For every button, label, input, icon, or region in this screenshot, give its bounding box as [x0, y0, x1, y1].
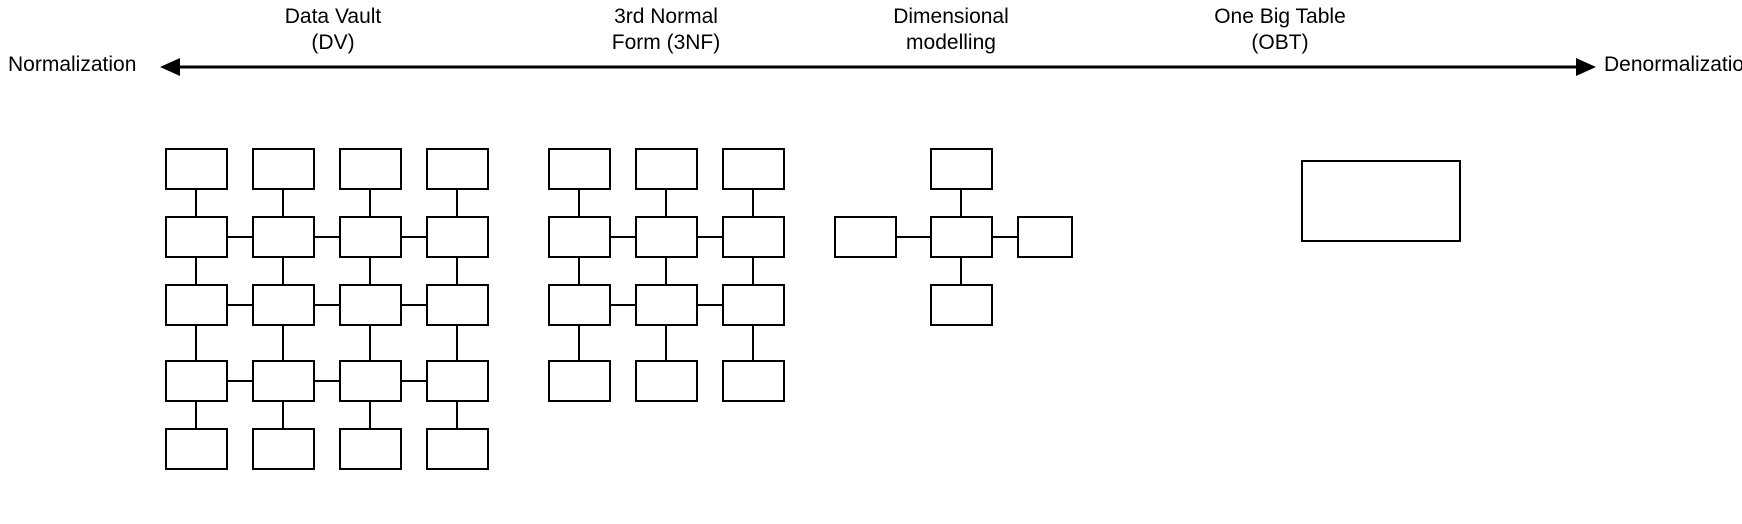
dv-connector-vertical — [456, 190, 458, 216]
dv-connector-horizontal — [315, 304, 339, 306]
dv-connector-vertical — [282, 326, 284, 360]
dv-connector-vertical — [369, 258, 371, 284]
tnf-table-box — [635, 148, 698, 190]
tnf-table-box — [722, 216, 785, 258]
dv-connector-vertical — [195, 258, 197, 284]
dv-connector-vertical — [456, 326, 458, 360]
stage-caption-line-1: Dimensional — [893, 5, 1009, 28]
tnf-table-box — [635, 284, 698, 326]
obt-single-table-box — [1301, 160, 1461, 242]
tnf-table-box — [548, 216, 611, 258]
dv-connector-vertical — [282, 258, 284, 284]
dim-fact-box-center — [930, 216, 993, 258]
tnf-connector-vertical — [665, 190, 667, 216]
tnf-connector-vertical — [578, 326, 580, 360]
dv-connector-horizontal — [228, 380, 252, 382]
stage-caption-line-2: (DV) — [311, 31, 355, 54]
dv-table-box — [165, 360, 228, 402]
dv-connector-horizontal — [402, 380, 426, 382]
stage-caption-line-2: Form (3NF) — [611, 31, 721, 54]
stage-caption-third-normal-form: 3rd Normal Form (3NF) — [533, 4, 799, 56]
dv-table-box — [426, 148, 489, 190]
dv-table-box — [339, 216, 402, 258]
tnf-table-box — [635, 216, 698, 258]
dv-connector-horizontal — [228, 304, 252, 306]
dv-table-box — [426, 216, 489, 258]
dv-connector-horizontal — [228, 236, 252, 238]
tnf-table-box — [548, 148, 611, 190]
dv-table-box — [426, 428, 489, 470]
dv-connector-horizontal — [315, 380, 339, 382]
tnf-table-box — [548, 360, 611, 402]
tnf-connector-horizontal — [611, 236, 635, 238]
dv-table-box — [426, 284, 489, 326]
dim-dimension-box-left — [834, 216, 897, 258]
dv-table-box — [339, 148, 402, 190]
tnf-connector-vertical — [578, 258, 580, 284]
dv-table-box — [252, 284, 315, 326]
tnf-connector-vertical — [752, 190, 754, 216]
dv-connector-vertical — [369, 190, 371, 216]
dv-table-box — [252, 360, 315, 402]
stage-caption-data-vault: Data Vault (DV) — [200, 4, 466, 56]
tnf-table-box — [722, 148, 785, 190]
dim-dimension-box-right — [1017, 216, 1073, 258]
dv-table-box — [426, 360, 489, 402]
stage-caption-line-1: One Big Table — [1214, 5, 1346, 28]
dv-connector-vertical — [195, 402, 197, 428]
stage-caption-line-2: modelling — [906, 31, 996, 54]
tnf-table-box — [722, 360, 785, 402]
stage-caption-line-1: Data Vault — [284, 5, 382, 28]
axis-label-normalization: Normalization — [8, 53, 137, 76]
dim-dimension-box-bottom — [930, 284, 993, 326]
dv-connector-vertical — [456, 258, 458, 284]
stage-caption-line-1: 3rd Normal — [614, 5, 718, 28]
dv-connector-horizontal — [402, 236, 426, 238]
dv-connector-vertical — [195, 326, 197, 360]
dv-table-box — [339, 284, 402, 326]
dv-table-box — [252, 428, 315, 470]
dv-connector-vertical — [369, 326, 371, 360]
tnf-connector-horizontal — [698, 304, 722, 306]
dv-table-box — [339, 428, 402, 470]
dv-connector-vertical — [456, 402, 458, 428]
dim-dimension-box-top — [930, 148, 993, 190]
dv-table-box — [252, 216, 315, 258]
dv-table-box — [165, 428, 228, 470]
tnf-connector-vertical — [665, 326, 667, 360]
dim-connector-horizontal — [993, 236, 1017, 238]
tnf-table-box — [635, 360, 698, 402]
dv-connector-vertical — [282, 402, 284, 428]
dv-table-box — [252, 148, 315, 190]
dim-connector-horizontal — [897, 236, 930, 238]
dv-table-box — [165, 216, 228, 258]
dv-connector-horizontal — [315, 236, 339, 238]
dv-connector-horizontal — [402, 304, 426, 306]
dv-table-box — [339, 360, 402, 402]
tnf-table-box — [548, 284, 611, 326]
tnf-connector-vertical — [752, 326, 754, 360]
axis-label-denormalization: Denormalization — [1604, 53, 1742, 76]
dim-connector-vertical — [960, 258, 962, 284]
stage-caption-dimensional-modelling: Dimensional modelling — [818, 4, 1084, 56]
dv-table-box — [165, 148, 228, 190]
dim-connector-vertical — [960, 190, 962, 216]
tnf-connector-vertical — [665, 258, 667, 284]
dv-connector-vertical — [282, 190, 284, 216]
stage-caption-one-big-table: One Big Table (OBT) — [1147, 4, 1413, 56]
tnf-connector-vertical — [578, 190, 580, 216]
tnf-table-box — [722, 284, 785, 326]
stage-caption-line-2: (OBT) — [1251, 31, 1309, 54]
tnf-connector-horizontal — [611, 304, 635, 306]
normalization-spectrum-arrow-icon — [160, 58, 1596, 76]
tnf-connector-horizontal — [698, 236, 722, 238]
dv-connector-vertical — [195, 190, 197, 216]
dv-connector-vertical — [369, 402, 371, 428]
dv-table-box — [165, 284, 228, 326]
tnf-connector-vertical — [752, 258, 754, 284]
